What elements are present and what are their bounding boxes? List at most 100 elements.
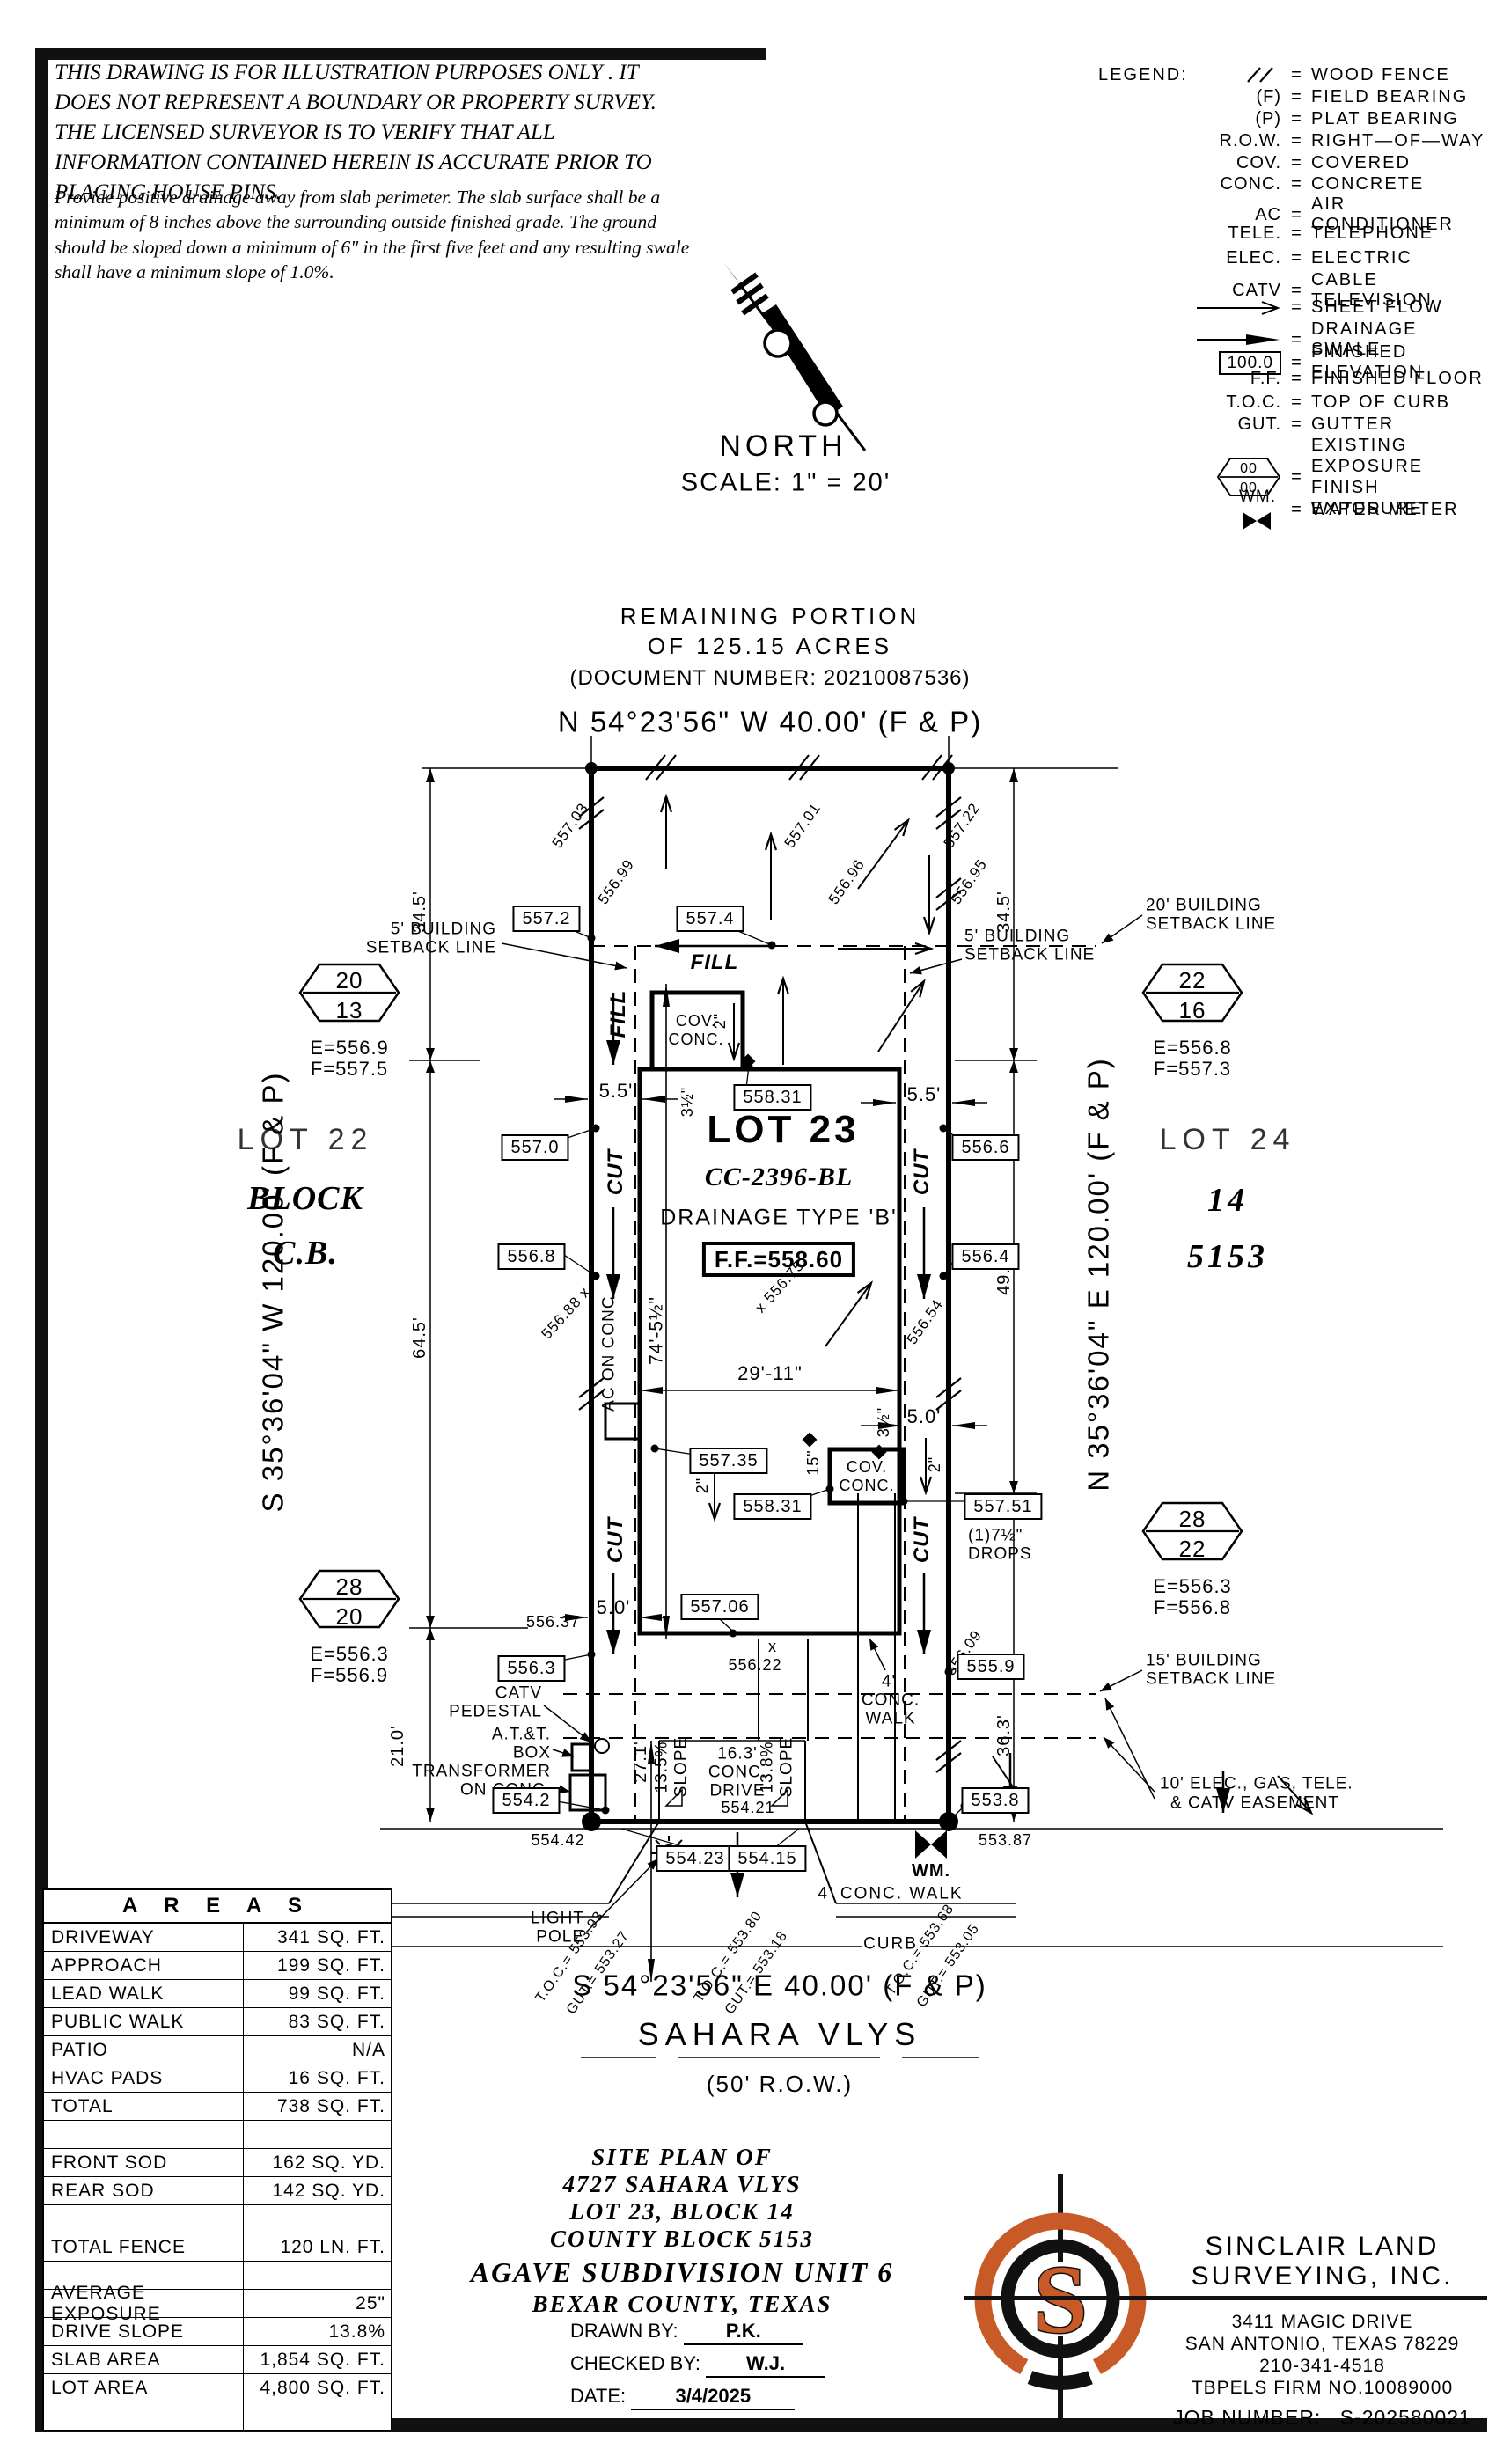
plan-label: SLOPE: [671, 1736, 691, 1798]
plan-label: 557.03: [548, 799, 592, 852]
signature-block: DRAWN BY: P.K. CHECKED BY: W.J. DATE: 3/…: [570, 2320, 826, 2417]
company-info: SINCLAIR LAND SURVEYING, INC. 3411 MAGIC…: [1170, 2232, 1474, 2430]
plan-label: 557.35: [689, 1448, 768, 1474]
plan-label: S 35°36'04" W 120.00' (F & P): [256, 1071, 290, 1513]
legend-desc: RIGHT—OF—WAY: [1311, 131, 1485, 150]
plan-label: 15": [804, 1449, 822, 1476]
plan-label: 558.31: [733, 1493, 812, 1520]
plan-label: F=556.8: [1153, 1596, 1232, 1618]
plan-label: DRAINAGE TYPE 'B': [660, 1205, 898, 1230]
plan-label: COV.: [675, 1012, 717, 1030]
legend-row: (F)=FIELD BEARING: [1098, 86, 1485, 108]
plan-label: 554.21: [721, 1799, 775, 1816]
areas-value: 120 LN. FT.: [280, 2236, 385, 2257]
plan-label: CATV: [495, 1683, 542, 1703]
drainage-swale-arrows: [606, 939, 1230, 1897]
plan-label: SCALE: 1" = 20': [680, 468, 891, 497]
plan-label: N 54°23'56" W 40.00' (F & P): [557, 705, 983, 738]
job-number-label: JOB NUMBER:: [1173, 2406, 1322, 2429]
plan-label: CUT: [604, 1148, 627, 1196]
legend-desc: FINISHED FLOOR: [1311, 369, 1484, 388]
legend-desc: ELECTRIC: [1311, 247, 1412, 268]
plan-label: 554.42: [531, 1831, 585, 1849]
legend-symbol: R.O.W.: [1219, 131, 1281, 150]
areas-label: TOTAL: [44, 2093, 244, 2120]
areas-row: [44, 2205, 391, 2233]
plan-label: E=556.8: [1153, 1037, 1232, 1059]
plan-label: E=556.9: [310, 1037, 389, 1059]
plan-label: CUT: [910, 1148, 934, 1196]
legend-row: WM.=WATER METER: [1098, 488, 1485, 530]
legend-desc: PLAT BEARING: [1311, 109, 1459, 128]
areas-row: [44, 2262, 391, 2290]
plan-label: 34.5': [410, 891, 429, 933]
areas-value: 1,854 SQ. FT.: [260, 2349, 385, 2370]
plan-label: 2": [926, 1456, 943, 1473]
areas-label: DRIVEWAY: [44, 1924, 244, 1951]
areas-label: [44, 2262, 244, 2289]
plan-label: 34.5': [994, 891, 1014, 933]
legend-desc: AIR CONDITIONER: [1311, 194, 1454, 234]
areas-value: 738 SQ. FT.: [276, 2095, 385, 2116]
plan-label: LOT 22: [237, 1123, 374, 1156]
areas-value: 13.8%: [328, 2321, 385, 2342]
plan-label: 557.51: [964, 1493, 1043, 1520]
legend-desc: GUTTER: [1311, 414, 1395, 434]
legend-symbol: WM.: [1239, 488, 1281, 532]
plan-label: 558.31: [733, 1084, 812, 1111]
plan-label: SETBACK LINE: [964, 945, 1096, 964]
legend-row: (P)=PLAT BEARING: [1098, 108, 1485, 130]
plan-label: 5153: [1187, 1238, 1268, 1275]
plan-label: 554.15: [728, 1845, 807, 1872]
plan-label: SETBACK LINE: [1146, 914, 1277, 934]
plan-label: AC ON CONC.: [599, 1290, 619, 1412]
plan-label: 2": [711, 1012, 729, 1030]
areas-row: DRIVE SLOPE 13.8%: [44, 2318, 391, 2346]
legend-row: CONC.=CONCRETE: [1098, 173, 1485, 194]
areas-label: PUBLIC WALK: [44, 2008, 244, 2035]
plan-label: SLOPE: [777, 1736, 796, 1798]
areas-label: [44, 2402, 244, 2430]
title-block: SITE PLAN OF 4727 SAHARA VLYS LOT 23, BL…: [431, 2144, 933, 2318]
legend-symbol: 100.0: [1219, 350, 1281, 375]
plan-label: 15' BUILDING: [1146, 1651, 1262, 1670]
company-address-2: SAN ANTONIO, TEXAS 78229: [1184, 2334, 1460, 2354]
plan-label: OF 125.15 ACRES: [647, 633, 893, 659]
areas-label: TOTAL FENCE: [44, 2233, 244, 2261]
plan-label: 5.5': [598, 1080, 634, 1102]
plan-label: 64.5': [410, 1316, 429, 1359]
plan-label: CONC.: [708, 1763, 767, 1782]
areas-row: TOTAL FENCE 120 LN. FT.: [44, 2233, 391, 2262]
legend-row: GUT.=GUTTER: [1098, 414, 1485, 435]
company-divider: [964, 2296, 1487, 2300]
legend: LEGEND:=WOOD FENCE(F)=FIELD BEARING(P)=P…: [1098, 63, 1485, 530]
plan-label: 556.95: [947, 855, 991, 908]
plan-label: SETBACK LINE: [365, 938, 496, 957]
plan-label: 2": [693, 1477, 711, 1494]
plan-label: BLOCK: [247, 1180, 363, 1217]
legend-symbol: [1197, 332, 1281, 348]
plan-label: 27.1': [631, 1741, 650, 1783]
plan-label: CUT: [910, 1516, 934, 1564]
areas-label: APPROACH: [44, 1952, 244, 1979]
legend-desc: CABLE TELEVISION: [1311, 270, 1433, 310]
plan-label: 4': [881, 1672, 897, 1691]
job-number-value: S-202580021: [1339, 2406, 1471, 2429]
legend-desc: WOOD FENCE: [1311, 64, 1450, 84]
plan-label: TRANSFORMER: [412, 1762, 551, 1781]
areas-label: DRIVE SLOPE: [44, 2318, 244, 2345]
checked-by-value: W.J.: [706, 2352, 826, 2378]
plan-label: PEDESTAL: [449, 1702, 542, 1721]
plan-label: 556.54: [903, 1295, 947, 1348]
legend-desc: COVERED: [1311, 152, 1411, 172]
plan-label: F=556.9: [310, 1664, 389, 1686]
plan-label: 553.8: [961, 1787, 1030, 1814]
areas-label: [44, 2205, 244, 2233]
plan-label: LOT 24: [1159, 1123, 1296, 1156]
